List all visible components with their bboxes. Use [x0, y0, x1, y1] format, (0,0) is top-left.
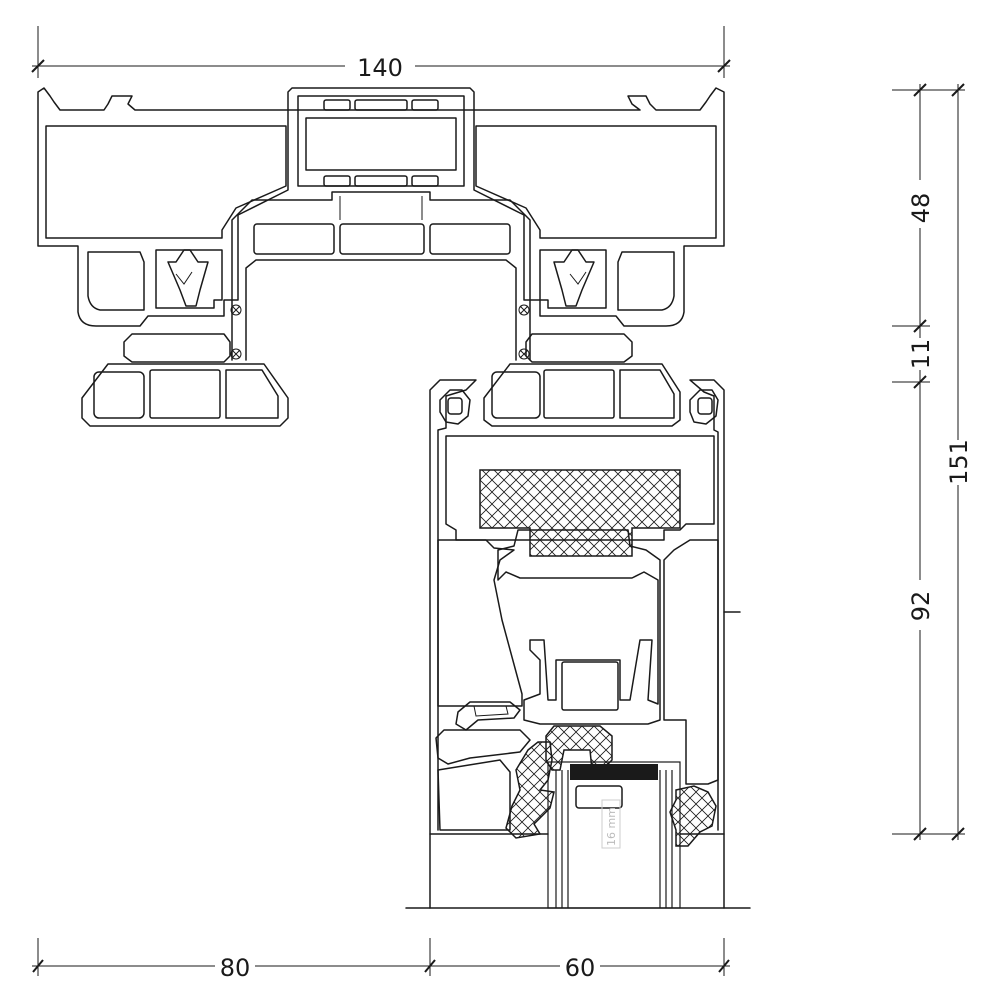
glass-thickness-label: 16 mm [605, 807, 618, 846]
dimension-bottom-widths: 80 60 [32, 938, 730, 982]
insulation-strip [479, 469, 681, 557]
glazing-gasket-left [505, 741, 555, 839]
left-glazing-bead [81, 333, 289, 427]
dim-label-151: 151 [945, 439, 973, 485]
glass-pane: 16 mm [547, 761, 681, 909]
dimension-overall-width: 140 [31, 26, 731, 82]
dim-label-92: 92 [907, 591, 935, 622]
dim-label-80: 80 [220, 954, 251, 982]
dim-label-48: 48 [907, 193, 935, 224]
dimension-right-heights: 48 11 92 151 [892, 83, 973, 841]
glazing-gasket-right [669, 785, 717, 847]
frame-profile [37, 87, 725, 361]
dim-label-60: 60 [565, 954, 596, 982]
dim-label-11: 11 [907, 339, 935, 370]
glazing-gasket-top [545, 725, 613, 771]
dim-label-140: 140 [357, 54, 403, 82]
sash-profile [429, 333, 741, 909]
